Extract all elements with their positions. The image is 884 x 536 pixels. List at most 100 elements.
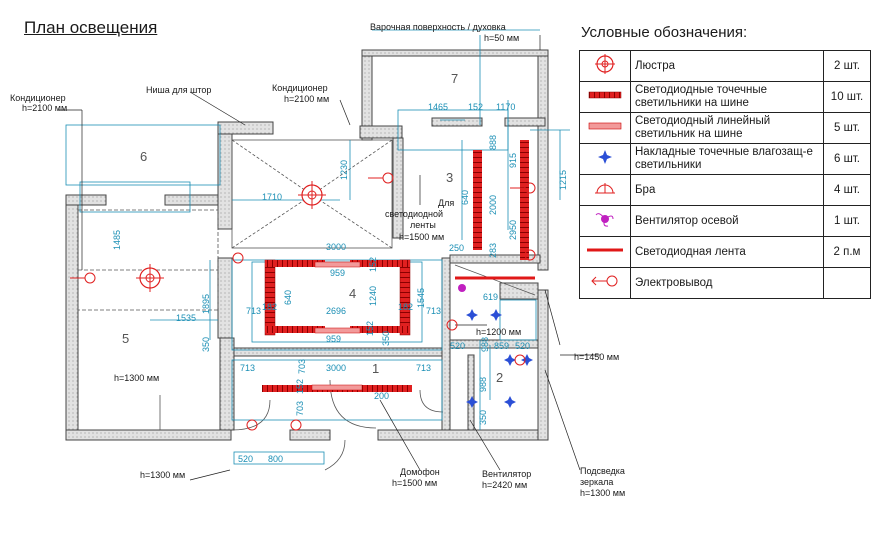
room-number: 7 bbox=[451, 71, 458, 86]
dimension: 619 bbox=[483, 292, 498, 302]
waterproof-spot-icon bbox=[466, 309, 533, 408]
legend-qty: 6 шт. bbox=[823, 143, 871, 175]
legend-row: Светодиодный линейный светильник на шине… bbox=[579, 112, 871, 144]
dimension: 520 bbox=[450, 341, 465, 351]
dimension: 915 bbox=[508, 153, 518, 168]
ac-left-label: Кондиционер bbox=[10, 93, 66, 103]
dimension-labels: 1465 152 1170 1710 3000 959 250 713 182 … bbox=[112, 102, 568, 464]
dimension: 988 bbox=[480, 337, 490, 352]
legend-row: Светодиодные точечные светильники на шин… bbox=[579, 81, 871, 113]
led-strip-note-3: ленты bbox=[410, 220, 436, 230]
dimension: 959 bbox=[326, 334, 341, 344]
legend-qty: 4 шт. bbox=[823, 174, 871, 206]
dimension: 283 bbox=[488, 243, 498, 258]
mirror-light-height: h=1300 мм bbox=[580, 488, 625, 498]
dimension: 713 bbox=[240, 363, 255, 373]
room-number: 2 bbox=[496, 370, 503, 385]
dimension: 2696 bbox=[326, 306, 346, 316]
dimension: 1240 bbox=[368, 286, 378, 306]
legend-row: Электровывод bbox=[579, 267, 871, 299]
dimension: 1535 bbox=[176, 313, 196, 323]
dimension: 959 bbox=[330, 268, 345, 278]
exhaust-fan-icon bbox=[458, 284, 466, 292]
annotations: Варочная поверхность / духовка h=50 мм К… bbox=[10, 22, 625, 498]
dimension-lines bbox=[65, 29, 570, 465]
electrical-outlet-icon bbox=[591, 275, 618, 287]
wall-sconce-icon bbox=[595, 183, 615, 194]
ac-center-label: Кондиционер bbox=[272, 83, 328, 93]
led-linear-track-icon bbox=[588, 122, 622, 130]
legend-row: Вентилятор осевой 1 шт. bbox=[579, 205, 871, 237]
dimension: 1230 bbox=[339, 160, 349, 180]
led-strip-icon bbox=[587, 248, 623, 252]
dimension: 152 bbox=[295, 379, 305, 394]
legend-label: Светодиодные точечные светильники на шин… bbox=[630, 81, 824, 113]
fixtures bbox=[70, 140, 536, 431]
dimension: 1710 bbox=[262, 192, 282, 202]
dimension: 350 bbox=[201, 337, 211, 352]
outlet-height-1450: h=1450 мм bbox=[574, 352, 619, 362]
intercom-height: h=1500 мм bbox=[392, 478, 437, 488]
led-linear-track bbox=[314, 261, 361, 268]
dimension: 182 bbox=[262, 302, 277, 312]
leader-lines bbox=[58, 35, 600, 481]
page-title: План освещения bbox=[24, 18, 158, 37]
dimension: 640 bbox=[460, 190, 470, 205]
stove-label: Варочная поверхность / духовка bbox=[370, 22, 506, 32]
dimension: 200 bbox=[374, 391, 389, 401]
room-number: 1 bbox=[372, 361, 379, 376]
dimension: 520 bbox=[515, 341, 530, 351]
exhaust-fan-icon bbox=[595, 213, 614, 227]
bottom-height: h=1300 мм bbox=[140, 470, 185, 480]
legend-table: Люстра 2 шт. Светодиодные точечные свети… bbox=[579, 50, 871, 299]
dimension: 640 bbox=[283, 290, 293, 305]
dimension: 350 bbox=[381, 331, 391, 346]
legend-label: Бра bbox=[630, 174, 824, 206]
dimension: 3000 bbox=[326, 242, 346, 252]
room5-height: h=1300 мм bbox=[114, 373, 159, 383]
legend-row: Накладные точечные влагозащ-е светильник… bbox=[579, 143, 871, 175]
dimension: 713 bbox=[416, 363, 431, 373]
dimension: 888 bbox=[488, 135, 498, 150]
dimension: 520 bbox=[238, 454, 253, 464]
dimension: 1895 bbox=[201, 294, 211, 314]
led-strip-height: h=1500 мм bbox=[399, 232, 444, 242]
led-spot-track bbox=[265, 260, 325, 267]
mirror-light-label-2: зеркала bbox=[580, 477, 613, 487]
legend-row: Бра 4 шт. bbox=[579, 174, 871, 206]
led-spot-track bbox=[350, 260, 410, 267]
dimension: 1545 bbox=[416, 288, 426, 308]
led-spot-track bbox=[265, 326, 325, 333]
dimension: 859 bbox=[494, 341, 509, 351]
legend-qty: 10 шт. bbox=[823, 81, 871, 113]
waterproof-spot-icon bbox=[598, 150, 612, 164]
room-numbers: 1 2 3 4 5 6 7 bbox=[122, 71, 503, 385]
dimension: 988 bbox=[478, 377, 488, 392]
led-spot-track bbox=[350, 326, 410, 333]
legend-qty: 2 п.м bbox=[823, 236, 871, 268]
ac-center-height: h=2100 мм bbox=[284, 94, 329, 104]
legend-qty bbox=[823, 267, 871, 299]
dimension: 1465 bbox=[428, 102, 448, 112]
legend-label: Светодиодный линейный светильник на шине bbox=[630, 112, 824, 144]
dimension: 350 bbox=[478, 410, 488, 425]
dimension: 1485 bbox=[112, 230, 122, 250]
led-spot-track bbox=[520, 140, 529, 260]
legend-row: Светодиодная лента 2 п.м bbox=[579, 236, 871, 268]
legend-label: Накладные точечные влагозащ-е светильник… bbox=[630, 143, 824, 175]
stove-height: h=50 мм bbox=[484, 33, 519, 43]
outlet-height-1200: h=1200 мм bbox=[476, 327, 521, 337]
room-number: 4 bbox=[349, 286, 356, 301]
dimension: 182 bbox=[398, 302, 413, 312]
led-linear-track bbox=[311, 384, 363, 391]
legend-qty: 1 шт. bbox=[823, 205, 871, 237]
ac-left-height: h=2100 мм bbox=[22, 103, 67, 113]
legend-qty: 2 шт. bbox=[823, 50, 871, 82]
dimension: 152 bbox=[468, 102, 483, 112]
electrical-outlet-icon bbox=[70, 172, 536, 431]
room-number: 5 bbox=[122, 331, 129, 346]
chandelier-icon bbox=[136, 264, 164, 292]
led-linear-track bbox=[314, 327, 361, 334]
vent-height: h=2420 мм bbox=[482, 480, 527, 490]
